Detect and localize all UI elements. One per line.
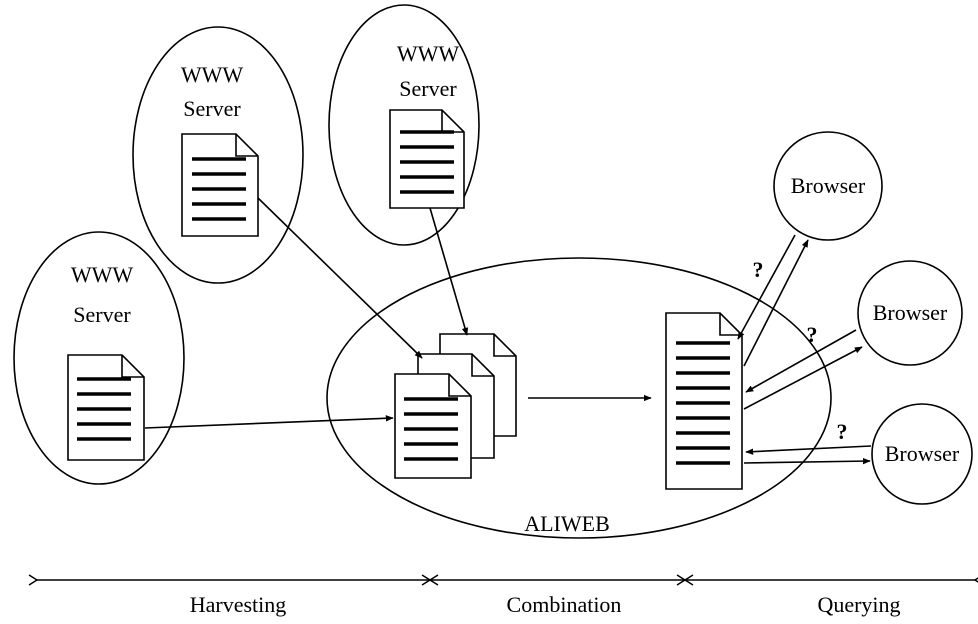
aliweb-label: ALIWEB (524, 511, 610, 536)
stack-doc-front (394, 373, 472, 479)
www-server-left: WWW Server (13, 231, 185, 485)
browser-3: Browser (871, 403, 973, 505)
query-mark-1: ? (753, 257, 764, 282)
browser-circle (871, 403, 973, 505)
phase-label-harvesting: Harvesting (190, 592, 287, 617)
server-title-line1: WWW (397, 41, 460, 66)
browser-label: Browser (885, 441, 960, 466)
result-arrow-browser-3 (743, 457, 871, 465)
www-server-top: WWW Server (328, 4, 480, 246)
browser-circle (773, 131, 883, 241)
document-icon (389, 109, 465, 209)
query-arrow-browser-1 (737, 234, 796, 340)
phase-label-querying: Querying (817, 592, 900, 617)
query-mark-3: ? (837, 419, 848, 444)
browser-label: Browser (873, 300, 948, 325)
document-stack (394, 333, 517, 479)
harvest-arrow-left (144, 415, 394, 429)
browser-label: Browser (791, 173, 866, 198)
server-title-line2: Server (399, 76, 457, 101)
phase-label-combination: Combination (507, 592, 622, 617)
browser-1: Browser (773, 131, 883, 241)
www-server-middle: WWW Server (132, 26, 304, 284)
server-title-line1: WWW (181, 62, 244, 87)
index-document (665, 312, 743, 490)
server-title-line1: WWW (71, 262, 134, 287)
harvest-arrow-middle (257, 197, 423, 359)
query-arrow-browser-2 (745, 329, 857, 393)
browser-circle (857, 260, 963, 366)
document-icon (67, 354, 145, 461)
server-title-line2: Server (183, 96, 241, 121)
query-arrow-browser-3 (745, 445, 872, 455)
harvest-arrow-top (429, 207, 469, 336)
server-title-line2: Server (73, 302, 131, 327)
phase-axis: Harvesting Combination Querying (37, 580, 975, 617)
document-icon (181, 133, 259, 237)
result-arrow-browser-2 (743, 346, 863, 410)
browser-2: Browser (857, 260, 963, 366)
query-mark-2: ? (807, 322, 818, 347)
result-arrow-browser-1 (743, 239, 809, 367)
